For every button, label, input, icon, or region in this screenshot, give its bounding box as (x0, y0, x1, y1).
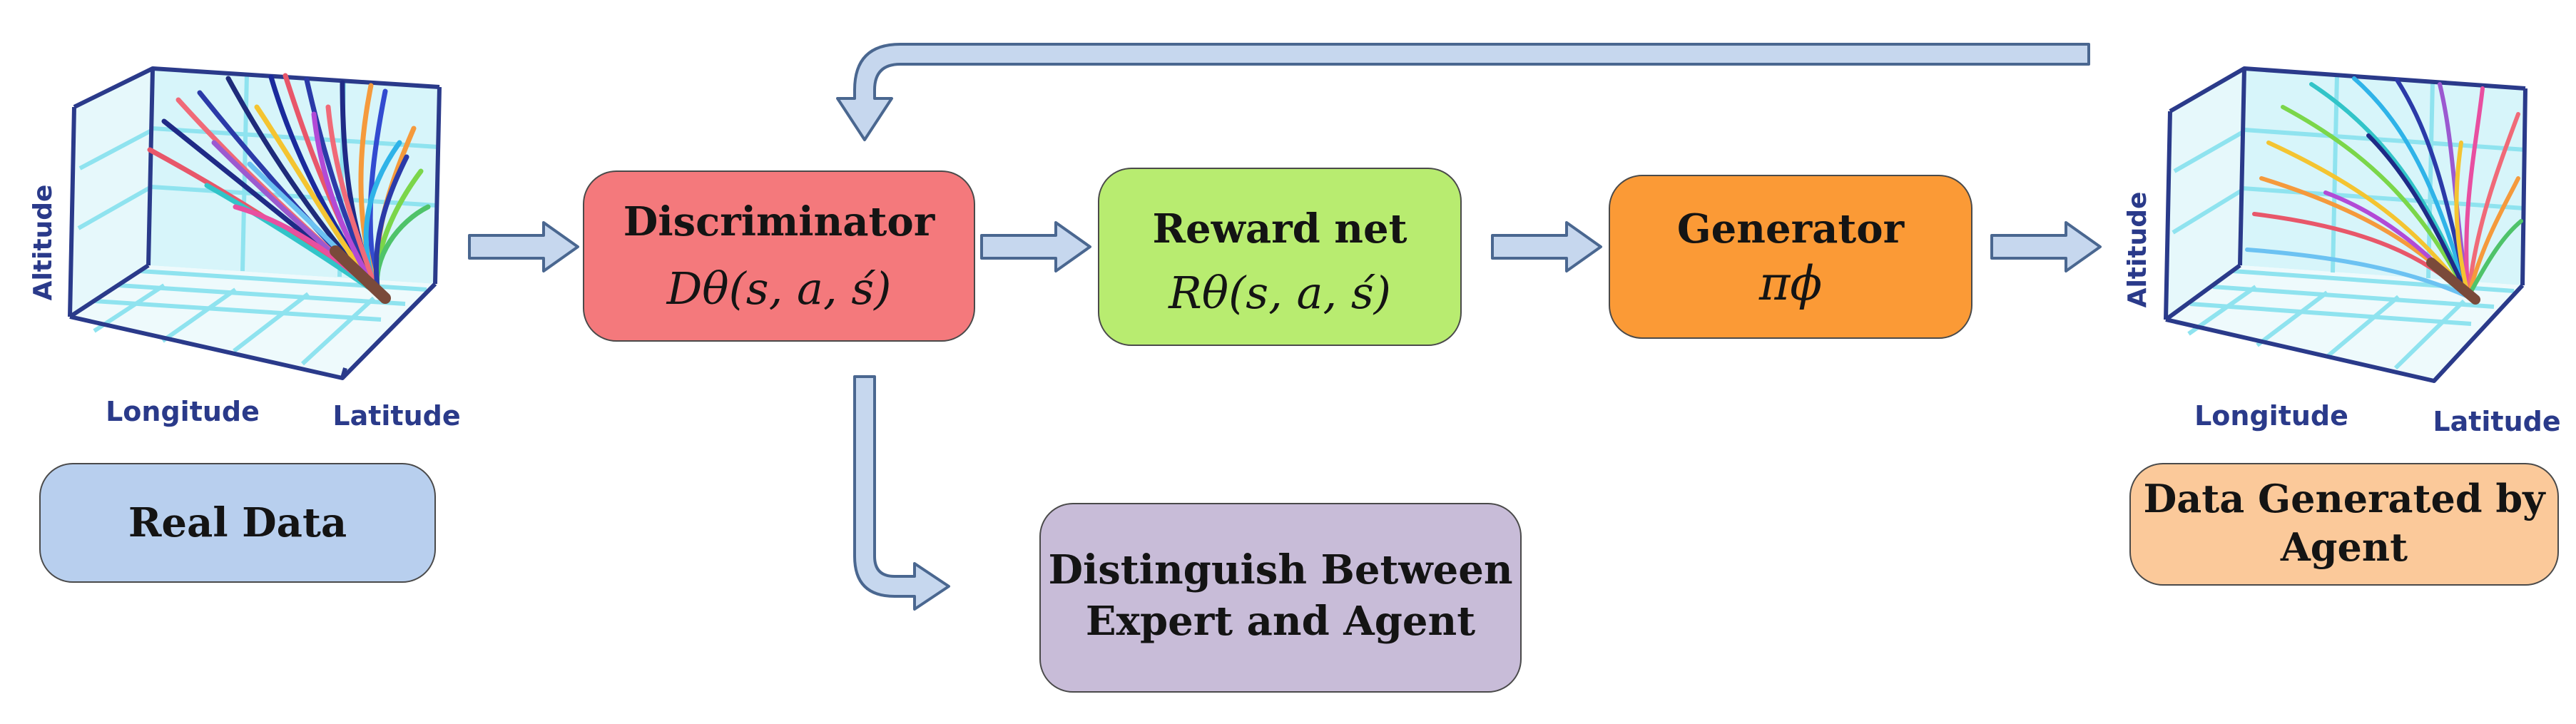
trajectory-trunk (2426, 258, 2480, 305)
real-data-3d-plot: Altitude Longitude Latitude (29, 66, 461, 432)
reward-net-box: Reward net Rθ(s, a, ś) (1098, 168, 1462, 346)
altitude-axis-label: Altitude (2123, 192, 2152, 308)
feedback-arrow-shaft (836, 43, 2090, 141)
flow-arrows (468, 221, 2102, 611)
plot-side-wall (2166, 68, 2244, 320)
longitude-axis-label: Longitude (2194, 400, 2348, 432)
plot-floor (2166, 265, 2522, 381)
generator-formula: πϕ (1758, 256, 1822, 311)
distinguish-line-1: Distinguish Between (1048, 546, 1512, 593)
plot-side-wall (70, 68, 153, 317)
plot-frame (2164, 66, 2527, 383)
altitude-axis-label: Altitude (29, 185, 58, 301)
generator-title: Generator (1677, 205, 1905, 253)
discriminator-title: Discriminator (623, 198, 936, 245)
arrow-generator-to-generated (1990, 221, 2102, 272)
arrow-real-to-discriminator (468, 221, 579, 272)
real-data-label: Real Data (128, 499, 347, 546)
generated-data-line-1: Data Generated by (2143, 476, 2546, 521)
arrow-discriminator-to-distinguish (853, 375, 950, 611)
reward-net-formula: Rθ(s, a, ś) (1168, 267, 1391, 319)
arrow-reward-to-generator (1491, 221, 1602, 272)
discriminator-box: Discriminator Dθ(s, a, ś) (583, 170, 975, 342)
distinguish-box: Distinguish Between Expert and Agent (1039, 503, 1522, 693)
generated-data-box: Data Generated by Agent (2129, 463, 2559, 586)
latitude-axis-label: Latitude (2433, 406, 2560, 437)
longitude-axis-label: Longitude (106, 396, 260, 427)
plot-floor (70, 265, 435, 378)
reward-net-title: Reward net (1152, 205, 1407, 253)
trajectory-trunk (330, 245, 391, 304)
generator-box: Generator πϕ (1609, 175, 1972, 339)
plot-grid (77, 73, 439, 366)
arrow-discriminator-to-reward (980, 221, 1091, 272)
distinguish-line-2: Expert and Agent (1086, 598, 1475, 645)
generated-data-3d-plot: Altitude Longitude Latitude (2123, 66, 2561, 437)
discriminator-formula: Dθ(s, a, ś) (666, 262, 892, 315)
latitude-axis-label: Latitude (332, 400, 460, 432)
plot-frame (68, 66, 442, 380)
real-data-box: Real Data (39, 463, 436, 583)
generated-data-line-2: Agent (2280, 524, 2408, 570)
